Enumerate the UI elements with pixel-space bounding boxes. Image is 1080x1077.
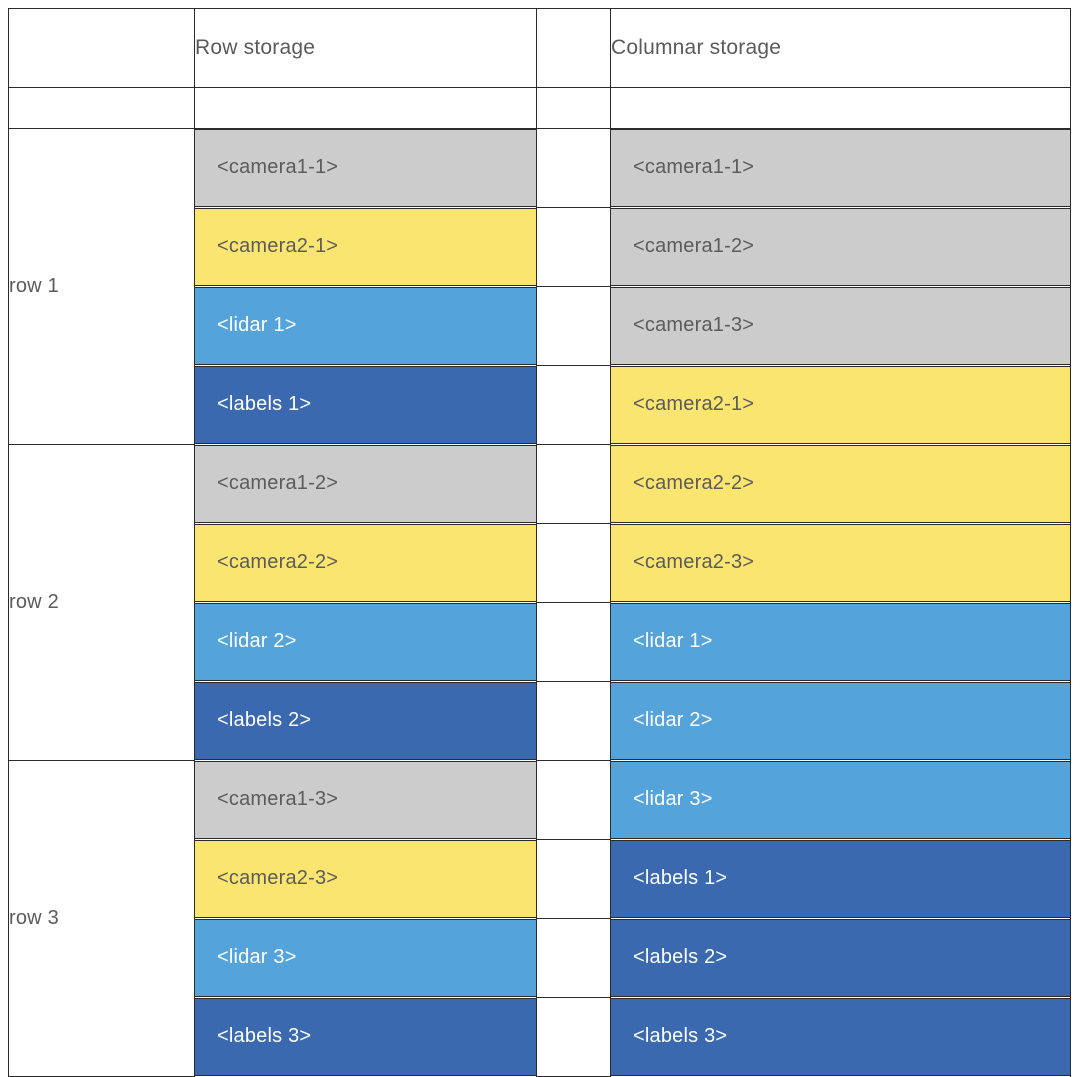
storage-block-camera2: <camera2-2> (195, 523, 536, 602)
row-group-label-1: row 1 (8, 128, 195, 445)
row-storage-cell: <labels 3> (194, 997, 537, 1077)
spacer-gap-cell (536, 87, 611, 129)
columnar-storage-cell: <camera1-1> (610, 128, 1071, 208)
row-group-label-2: row 2 (8, 444, 195, 761)
spacer-row-storage-cell (194, 87, 537, 129)
storage-block-camera2: <camera2-3> (611, 523, 1070, 602)
storage-comparison-table: Row storage Columnar storage row 1<camer… (8, 8, 1071, 1077)
storage-block-camera2: <camera2-1> (611, 365, 1070, 444)
gap-cell (536, 444, 611, 524)
table-row: <camera2-3> <labels 1> (9, 839, 1071, 919)
row-storage-cell: <camera2-2> (194, 523, 537, 603)
storage-block-labels: <labels 2> (611, 918, 1070, 997)
storage-block-lidar: <lidar 2> (195, 602, 536, 681)
columnar-storage-cell: <labels 3> (610, 997, 1071, 1077)
storage-block-labels: <labels 1> (611, 839, 1070, 918)
spacer-columnar-cell (610, 87, 1071, 129)
gap-cell (536, 286, 611, 366)
table-row: row 1<camera1-1><camera1-1> (8, 128, 1071, 445)
table-row: row 3<camera1-3> <lidar 3> (8, 760, 1071, 1077)
gap-cell (536, 681, 611, 761)
row-storage-cell: <camera2-1> (194, 207, 537, 287)
header-row-storage: Row storage (194, 8, 537, 88)
table-row: <camera2-2> <camera2-3> (9, 523, 1071, 603)
header-gap-cell (536, 8, 611, 88)
storage-block-camera2: <camera2-2> (611, 444, 1070, 523)
gap-cell (536, 128, 611, 208)
row-storage-cell: <camera2-3> (194, 839, 537, 919)
storage-block-labels: <labels 3> (195, 997, 536, 1076)
table-row: <lidar 1> <camera1-3> (9, 286, 1071, 366)
columnar-storage-cell: <labels 1> (610, 839, 1071, 919)
storage-block-labels: <labels 1> (195, 365, 536, 444)
storage-block-camera2: <camera2-3> (195, 839, 536, 918)
table-row: <labels 3> <labels 3> (9, 997, 1071, 1077)
columnar-storage-cell: <camera1-2> (610, 207, 1071, 287)
gap-cell (536, 602, 611, 682)
row-storage-cell: <camera1-3> (194, 760, 537, 840)
storage-block-lidar: <lidar 1> (611, 602, 1070, 681)
columnar-storage-cell: <labels 2> (610, 918, 1071, 998)
gap-cell (536, 523, 611, 603)
storage-block-camera1: <camera1-1> (611, 128, 1070, 207)
table-row: <lidar 2> <lidar 1> (9, 602, 1071, 682)
row-group-label-3: row 3 (8, 760, 195, 1077)
row-storage-cell: <camera1-1> (194, 128, 537, 208)
columnar-storage-cell: <camera1-3> (610, 286, 1071, 366)
gap-cell (536, 997, 611, 1077)
columnar-storage-cell: <lidar 1> (610, 602, 1071, 682)
row-storage-cell: <labels 1> (194, 365, 537, 445)
table-row: row 2<camera1-2><camera2-2> (8, 444, 1071, 761)
storage-block-lidar: <lidar 3> (195, 918, 536, 997)
table-row: <labels 2> <lidar 2> (9, 681, 1071, 761)
table-header-row: Row storage Columnar storage (8, 8, 1071, 88)
storage-block-camera2: <camera2-1> (195, 207, 536, 286)
gap-cell (536, 760, 611, 840)
storage-block-labels: <labels 3> (611, 997, 1070, 1076)
spacer-rowlabel-cell (8, 87, 195, 129)
storage-block-camera1: <camera1-3> (611, 286, 1070, 365)
gap-cell (536, 365, 611, 445)
table-row: <lidar 3> <labels 2> (9, 918, 1071, 998)
storage-block-lidar: <lidar 3> (611, 760, 1070, 839)
storage-block-camera1: <camera1-3> (195, 760, 536, 839)
columnar-storage-cell: <camera2-1> (610, 365, 1071, 445)
storage-block-lidar: <lidar 1> (195, 286, 536, 365)
row-storage-cell: <lidar 2> (194, 602, 537, 682)
gap-cell (536, 918, 611, 998)
row-storage-cell: <labels 2> (194, 681, 537, 761)
columnar-storage-cell: <lidar 2> (610, 681, 1071, 761)
header-columnar-storage: Columnar storage (610, 8, 1071, 88)
row-storage-cell: <camera1-2> (194, 444, 537, 524)
gap-cell (536, 207, 611, 287)
columnar-storage-cell: <camera2-3> (610, 523, 1071, 603)
storage-block-camera1: <camera1-2> (611, 207, 1070, 286)
storage-block-lidar: <lidar 2> (611, 681, 1070, 760)
columnar-storage-cell: <lidar 3> (610, 760, 1071, 840)
header-corner-cell (8, 8, 195, 88)
table-row: <labels 1> <camera2-1> (9, 365, 1071, 445)
row-storage-cell: <lidar 3> (194, 918, 537, 998)
table-spacer-row (8, 87, 1071, 129)
storage-block-camera1: <camera1-2> (195, 444, 536, 523)
table-row: <camera2-1> <camera1-2> (9, 207, 1071, 287)
storage-block-camera1: <camera1-1> (195, 128, 536, 207)
gap-cell (536, 839, 611, 919)
storage-block-labels: <labels 2> (195, 681, 536, 760)
columnar-storage-cell: <camera2-2> (610, 444, 1071, 524)
row-storage-cell: <lidar 1> (194, 286, 537, 366)
